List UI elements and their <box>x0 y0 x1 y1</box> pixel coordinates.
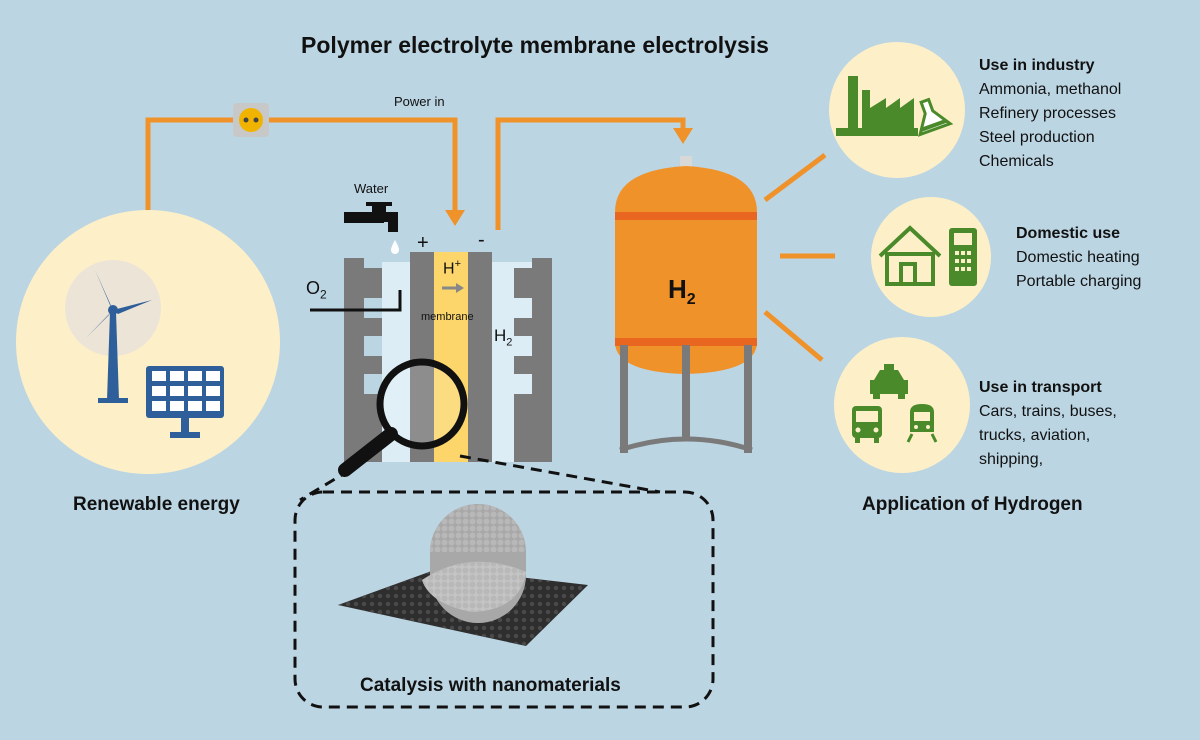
diagram-title: Polymer electrolyte membrane electrolysi… <box>301 32 769 58</box>
transport-heading: Use in transport <box>979 379 1102 396</box>
industry-item: Refinery processes <box>979 105 1116 122</box>
taxi-icon <box>870 364 908 399</box>
train-icon <box>906 404 938 443</box>
industry-item: Steel production <box>979 129 1095 146</box>
industry-item: Chemicals <box>979 153 1054 170</box>
bus-icon <box>852 406 882 443</box>
application-label: Application of Hydrogen <box>862 494 1083 515</box>
renewable-circle <box>16 210 280 474</box>
application-connectors <box>763 153 835 362</box>
power-wire <box>145 117 686 230</box>
water-label: Water <box>354 181 389 196</box>
proton-label: H+ <box>443 258 461 278</box>
transport-block: Use in transport Cars, trains, buses, tr… <box>979 376 1117 472</box>
catalysis-label: Catalysis with nanomaterials <box>360 675 621 696</box>
transport-item: Cars, trains, buses, <box>979 403 1117 420</box>
power-in-label: Power in <box>394 94 445 109</box>
membrane-label: membrane <box>421 311 474 323</box>
house-icon <box>878 225 942 286</box>
power-arrow <box>445 210 465 226</box>
magnifier-icon <box>338 358 468 477</box>
tank-hydrogen-label: H2 <box>668 274 696 309</box>
phone-icon <box>949 228 977 286</box>
oxygen-label: O2 <box>306 278 327 302</box>
industry-item: Ammonia, methanol <box>979 81 1122 98</box>
industry-block: Use in industry Ammonia, methanol Refine… <box>979 54 1121 174</box>
anode-plus-label: + <box>417 232 429 254</box>
transport-item: shipping, <box>979 451 1044 468</box>
domestic-item: Domestic heating <box>1016 249 1140 266</box>
solar-panel-icon <box>146 366 224 438</box>
domestic-heading: Domestic use <box>1016 225 1121 242</box>
renewable-energy-label: Renewable energy <box>73 494 240 515</box>
wind-turbine-icon <box>65 260 161 403</box>
industry-heading: Use in industry <box>979 57 1095 74</box>
nanomaterial-graphic <box>338 504 588 646</box>
flask-icon <box>917 97 954 137</box>
tank-arrow <box>673 128 693 144</box>
transport-circle <box>834 337 970 473</box>
plug-icon <box>233 103 269 137</box>
hydrogen-tank <box>615 156 757 453</box>
cell-hydrogen-label: H2 <box>494 326 513 349</box>
transport-item: trucks, aviation, <box>979 427 1091 444</box>
cathode-minus-label: - <box>478 229 485 251</box>
domestic-item: Portable charging <box>1016 273 1142 290</box>
catalysis-box <box>293 454 715 709</box>
domestic-block: Domestic use Domestic heating Portable c… <box>1016 222 1141 294</box>
factory-icon <box>836 76 918 136</box>
tap-icon <box>344 202 399 254</box>
